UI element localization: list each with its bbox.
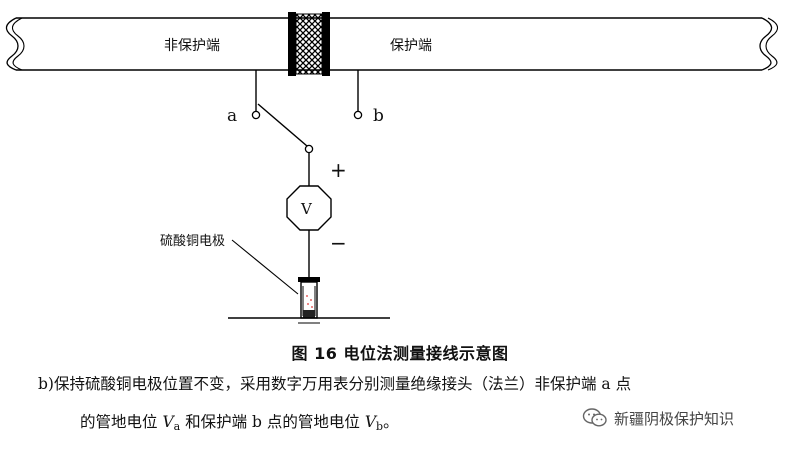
wiring-diagram: 非保护端 保护端 a b + V − 硫酸铜电极 [5, 12, 779, 324]
terminal-b [353, 110, 363, 120]
non-protected-end-label: 非保护端 [164, 38, 220, 54]
wechat-icon [582, 408, 607, 427]
line2-part1: 的管地电位 [80, 413, 163, 431]
line2-part2: 和保护端 b 点的管地电位 [180, 413, 365, 431]
pipe-break-right [759, 17, 773, 71]
watermark-text: 新疆阴极保护知识 [614, 409, 735, 428]
figure-caption: 图 16 电位法测量接线示意图 [291, 344, 509, 363]
va-subscript: a [173, 420, 181, 433]
minus-sign: − [330, 231, 347, 255]
pipeline [5, 17, 779, 71]
copper-sulfate-electrode [298, 277, 320, 319]
insulating-joint [288, 12, 330, 76]
voltmeter [286, 185, 332, 231]
line2-part3: 。 [383, 413, 399, 431]
plus-sign: + [330, 158, 347, 182]
protected-end-label: 保护端 [390, 38, 432, 54]
body-text-line-1: b)保持硫酸铜电极位置不变，采用数字万用表分别测量绝缘接头（法兰）非保护端 a … [38, 375, 632, 393]
terminal-a [251, 110, 261, 120]
vb-subscript: b [376, 420, 384, 433]
watermark: 新疆阴极保护知识 [582, 404, 792, 432]
va-symbol: V [162, 413, 174, 431]
vb-symbol: V [364, 413, 377, 431]
switch-pivot [304, 144, 314, 154]
switch-blade [257, 103, 308, 147]
body-text-line-2: 的管地电位 Va 和保护端 b 点的管地电位 Vb。 [80, 410, 800, 433]
point-a-label: a [227, 106, 237, 126]
electrode-label: 硫酸铜电极 [160, 234, 225, 249]
point-b-label: b [373, 106, 384, 126]
pipe-break-left [5, 17, 19, 71]
voltmeter-label: V [300, 200, 313, 218]
